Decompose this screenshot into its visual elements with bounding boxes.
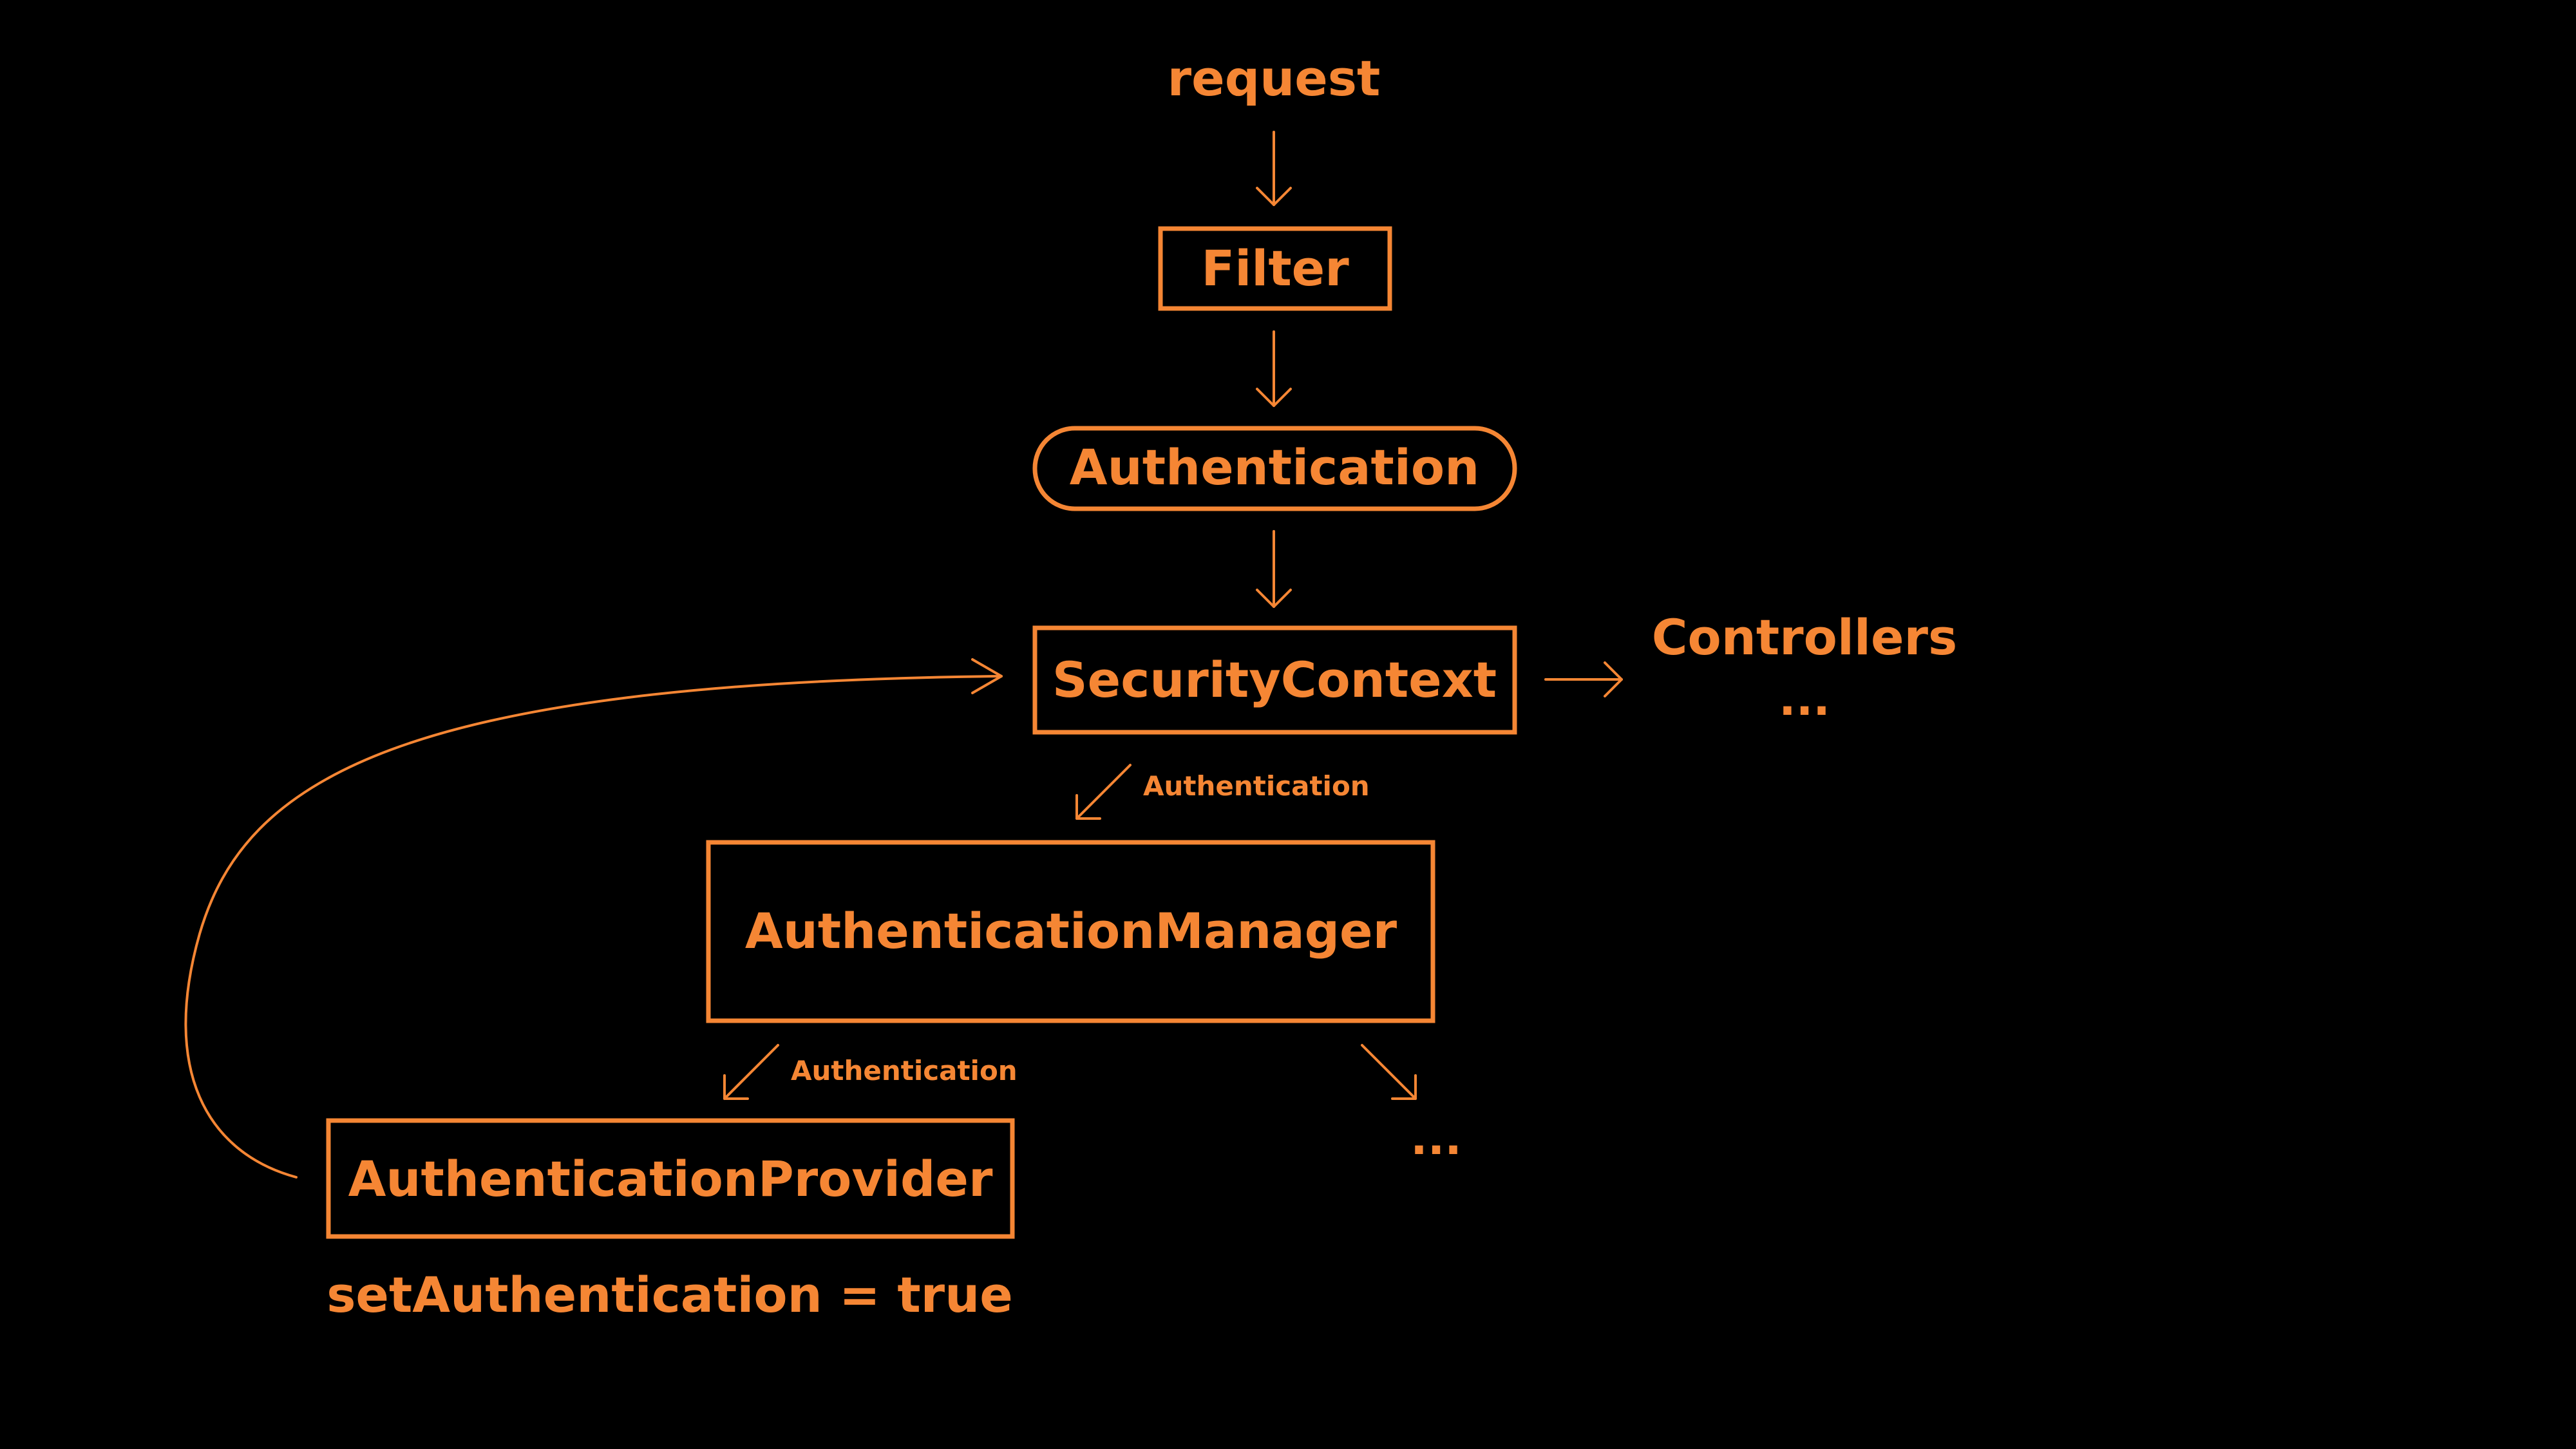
- authentication-provider-label: AuthenticationProvider: [348, 1150, 993, 1208]
- authentication-manager-label: AuthenticationManager: [745, 902, 1397, 960]
- controllers-label: Controllers: [1652, 609, 1957, 666]
- security-context-node: SecurityContext: [1032, 625, 1517, 735]
- authentication-pill: [1032, 426, 1517, 511]
- authentication-provider-node: AuthenticationProvider: [326, 1118, 1015, 1239]
- arrow-filter-to-authentication: [1256, 330, 1292, 407]
- arrow-security-context-to-controllers: [1544, 661, 1623, 697]
- controllers-ellipsis: ...: [1779, 673, 1830, 726]
- authentication-manager-node: AuthenticationManager: [706, 840, 1435, 1023]
- security-context-box: [1032, 625, 1517, 735]
- security-context-label: SecurityContext: [1052, 651, 1497, 708]
- arrow-authentication-to-security-context: [1256, 530, 1292, 608]
- filter-label: Filter: [1201, 240, 1349, 297]
- edge-label-manager-to-provider: Authentication: [791, 1055, 1018, 1086]
- arrow-request-to-filter: [1256, 131, 1292, 206]
- set-authentication-label: setAuthentication = true: [327, 1266, 1013, 1323]
- arrow-provider-to-security-context: [184, 658, 1003, 1179]
- request-label: request: [1168, 50, 1381, 107]
- filter-node: Filter: [1158, 226, 1392, 311]
- arrow-manager-to-others: [1361, 1044, 1417, 1100]
- filter-box: [1158, 226, 1392, 311]
- arrow-security-context-to-manager: [1075, 764, 1132, 820]
- edge-label-context-to-manager: Authentication: [1143, 770, 1370, 802]
- authentication-provider-box: [326, 1118, 1015, 1239]
- authentication-node: Authentication: [1032, 426, 1517, 511]
- authentication-label: Authentication: [1070, 439, 1479, 496]
- arrow-manager-to-provider: [723, 1044, 779, 1100]
- authentication-manager-box: [706, 840, 1435, 1023]
- manager-ellipsis: ...: [1410, 1112, 1462, 1165]
